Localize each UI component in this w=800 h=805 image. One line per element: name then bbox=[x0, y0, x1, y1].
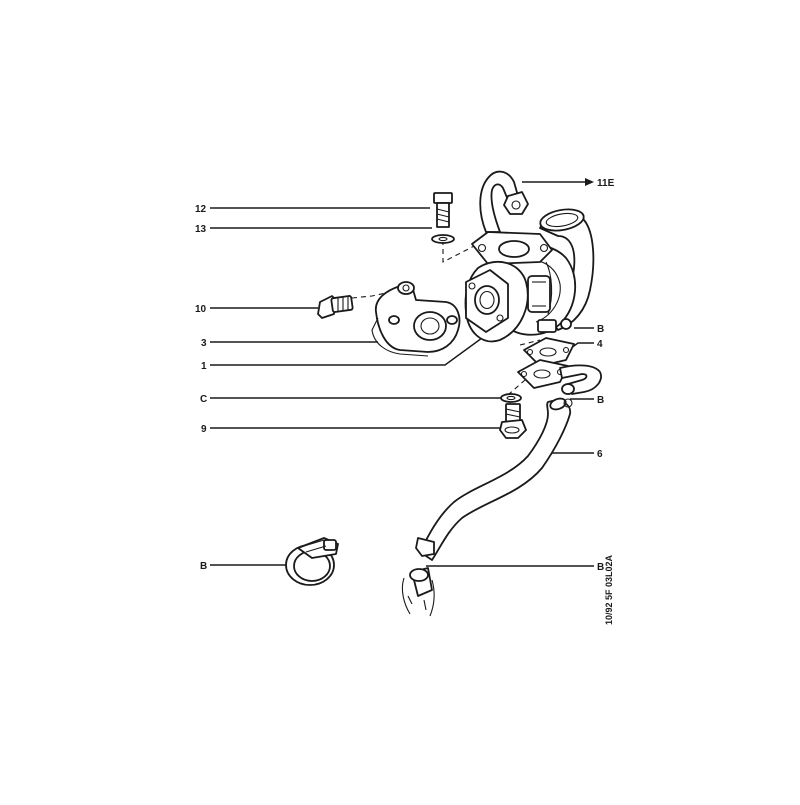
callout-B-top: B bbox=[597, 324, 604, 335]
callout-3: 3 bbox=[201, 338, 207, 349]
callout-10: 10 bbox=[195, 304, 207, 315]
bolt-part-9 bbox=[499, 403, 527, 439]
turbocharger-part-1 bbox=[464, 208, 595, 343]
hose-part-6 bbox=[415, 397, 573, 561]
callout-1: 1 bbox=[201, 361, 207, 372]
callout-6: 6 bbox=[597, 449, 603, 460]
bolt-part-10 bbox=[317, 295, 354, 319]
callout-B-clamp: B bbox=[200, 561, 207, 572]
callout-9: 9 bbox=[201, 424, 207, 435]
oil-feed-pipe bbox=[479, 170, 529, 233]
oil-return-elbow bbox=[559, 364, 602, 395]
callout-4: 4 bbox=[597, 339, 603, 350]
reference-arrow-icon bbox=[585, 178, 594, 186]
gasket-part-4 bbox=[517, 337, 575, 389]
callout-13: 13 bbox=[195, 224, 207, 235]
callout-C: C bbox=[200, 394, 207, 405]
callout-12: 12 bbox=[195, 204, 207, 215]
drawing-code: 10/92 5F 03L02A bbox=[604, 554, 614, 625]
washer-part-C bbox=[500, 393, 522, 403]
callout-labels: 12 13 10 3 1 C 9 B 11E B 4 B 6 B bbox=[195, 178, 615, 573]
hose-clamp-part-B bbox=[285, 537, 339, 586]
flange-adaptor-part-3 bbox=[371, 281, 461, 357]
bolt-part-12 bbox=[433, 192, 453, 228]
reference-11E: 11E bbox=[597, 178, 615, 189]
washer-part-13 bbox=[431, 234, 455, 244]
callout-B-mid: B bbox=[597, 395, 604, 406]
callout-B-bottom: B bbox=[597, 562, 604, 573]
engine-connection-stub bbox=[401, 567, 435, 617]
leader-lines-left bbox=[210, 207, 508, 566]
